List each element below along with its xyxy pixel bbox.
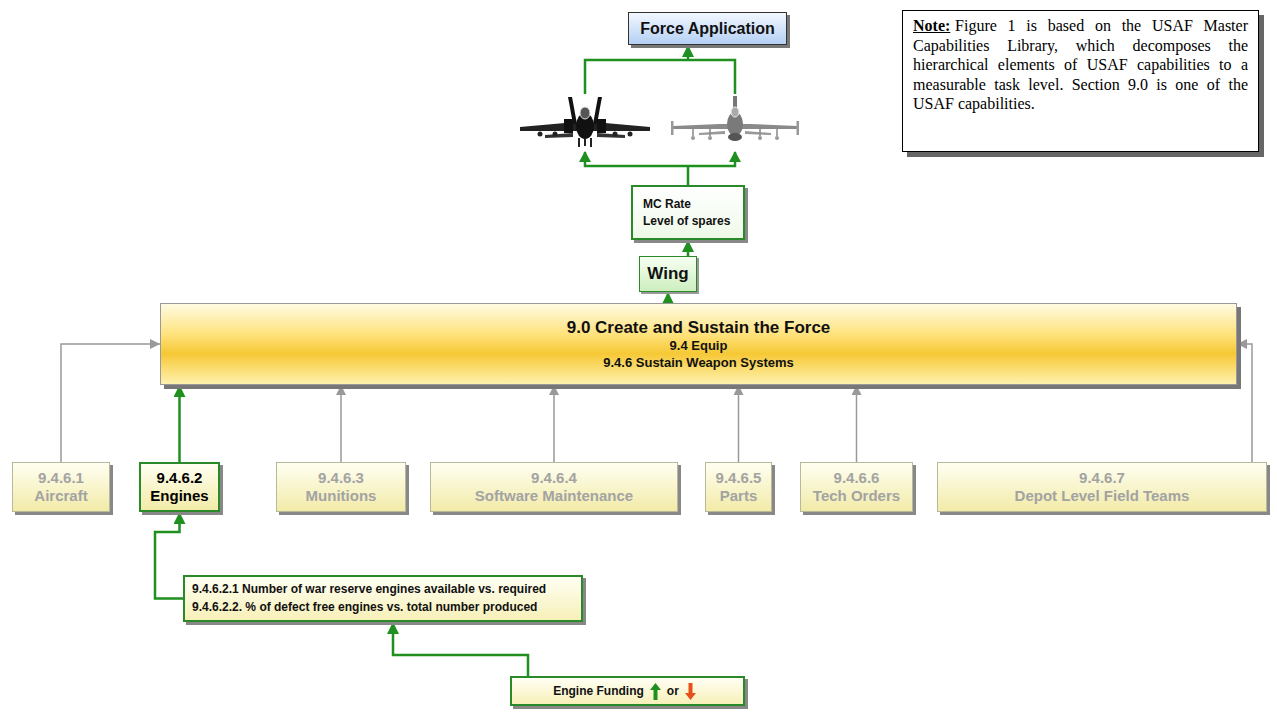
funding-connector-word: or bbox=[667, 684, 679, 698]
connector-arrow bbox=[738, 385, 740, 462]
task-name: Aircraft bbox=[21, 487, 101, 505]
task-name: Software Maintenance bbox=[439, 487, 669, 505]
connector-arrow bbox=[178, 385, 181, 462]
task-name: Engines bbox=[149, 487, 210, 505]
connector-arrow bbox=[155, 512, 183, 599]
metric-item: MC Rate bbox=[643, 196, 733, 212]
goal-title: Force Application bbox=[639, 20, 776, 38]
task-number: 9.4.6.1 bbox=[21, 469, 101, 487]
connector-arrow bbox=[687, 240, 690, 256]
task-name: Parts bbox=[714, 487, 763, 505]
task-box-selected: 9.4.6.2Engines bbox=[139, 462, 220, 512]
task-name: Depot Level Field Teams bbox=[946, 487, 1258, 505]
metric-box: MC RateLevel of spares bbox=[631, 185, 745, 240]
task-number: 9.4.6.6 bbox=[809, 469, 904, 487]
note-box: Note:Figure 1 is based on the USAF Maste… bbox=[902, 10, 1259, 152]
task-name: Munitions bbox=[285, 487, 397, 505]
task-name: Tech Orders bbox=[809, 487, 904, 505]
connector-arrow bbox=[553, 385, 555, 462]
unit-box: Wing bbox=[639, 256, 697, 292]
capability-subtitle: 9.4.6 Sustain Weapon Systems bbox=[171, 355, 1226, 371]
measure-box: 9.4.6.2.1 Number of war reserve engines … bbox=[183, 575, 583, 622]
decrease-arrow-symbol bbox=[685, 683, 696, 700]
task-number: 9.4.6.3 bbox=[285, 469, 397, 487]
connector-arrow bbox=[585, 45, 735, 185]
note-label: Note: bbox=[913, 17, 950, 34]
fighter-aircraft-dark bbox=[520, 97, 650, 147]
task-box: 9.4.6.3Munitions bbox=[276, 462, 406, 512]
task-number: 9.4.6.2 bbox=[149, 469, 210, 487]
task-number: 9.4.6.5 bbox=[714, 469, 763, 487]
task-number: 9.4.6.4 bbox=[439, 469, 669, 487]
task-box: 9.4.6.5Parts bbox=[705, 462, 772, 512]
connector-arrow bbox=[393, 622, 528, 676]
goal-box: Force Application bbox=[628, 12, 787, 45]
increase-arrow-symbol bbox=[650, 683, 661, 700]
connector-arrow bbox=[340, 385, 342, 462]
funding-box: Engine Funding or bbox=[510, 676, 745, 706]
fighter-aircraft-grey bbox=[671, 96, 799, 141]
capability-box: 9.0 Create and Sustain the Force9.4 Equi… bbox=[160, 303, 1237, 385]
funding-label: Engine Funding bbox=[553, 684, 644, 698]
connector-arrow bbox=[1237, 344, 1252, 462]
unit-name: Wing bbox=[646, 264, 690, 284]
connector-arrow bbox=[61, 344, 160, 462]
capability-subtitle: 9.4 Equip bbox=[171, 338, 1226, 354]
measure-text: 9.4.6.2.2. % of defect free engines vs. … bbox=[192, 599, 574, 616]
task-box: 9.4.6.6Tech Orders bbox=[800, 462, 913, 512]
task-number: 9.4.6.7 bbox=[946, 469, 1258, 487]
connector-arrow bbox=[667, 292, 670, 303]
task-box: 9.4.6.7Depot Level Field Teams bbox=[937, 462, 1267, 512]
task-box: 9.4.6.1Aircraft bbox=[12, 462, 110, 512]
connector-arrow bbox=[856, 385, 858, 462]
capability-title: 9.0 Create and Sustain the Force bbox=[171, 317, 1226, 338]
measure-text: 9.4.6.2.1 Number of war reserve engines … bbox=[192, 581, 574, 598]
note-text: Figure 1 is based on the USAF Master Cap… bbox=[913, 17, 1248, 112]
metric-item: Level of spares bbox=[643, 213, 733, 229]
task-box: 9.4.6.4Software Maintenance bbox=[430, 462, 678, 512]
